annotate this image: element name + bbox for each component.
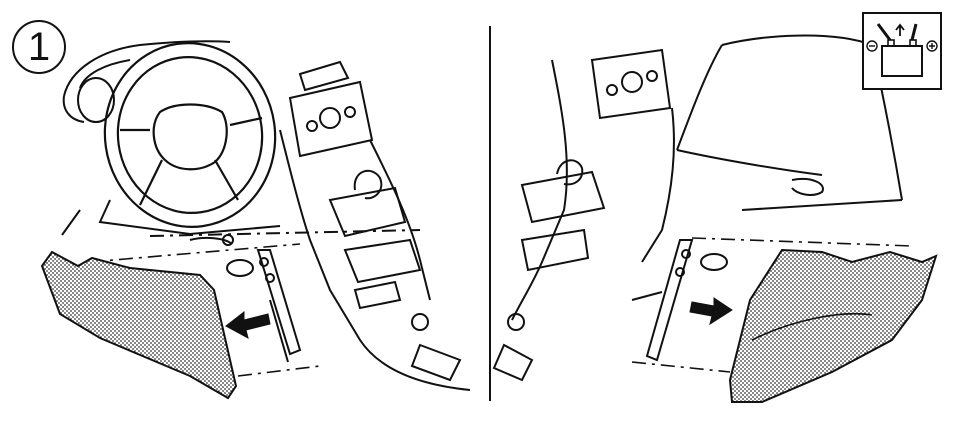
center-console bbox=[492, 48, 675, 382]
instrument-cluster bbox=[62, 40, 231, 123]
right-illustration bbox=[492, 34, 938, 403]
right-guide-lines bbox=[631, 237, 913, 373]
step-number: 1 bbox=[27, 24, 51, 69]
lower-dashboard bbox=[61, 199, 421, 246]
arrow-left-icon bbox=[225, 310, 271, 339]
step-number-badge: 1 bbox=[12, 20, 66, 74]
left-illustration bbox=[40, 40, 471, 400]
battery-symbol bbox=[866, 23, 938, 77]
right-panel-installation-view bbox=[492, 0, 960, 425]
center-console bbox=[279, 60, 471, 391]
arrow-right-icon bbox=[689, 297, 733, 326]
panel-divider bbox=[489, 26, 491, 401]
lower-cover-panel bbox=[40, 250, 238, 400]
battery-disconnect-icon bbox=[862, 12, 942, 90]
dash-bracket bbox=[631, 239, 728, 362]
panel-pocket-edge bbox=[751, 312, 873, 341]
left-panel-removal-view: 1 bbox=[12, 20, 471, 400]
lower-cover-panel bbox=[728, 248, 938, 403]
steering-wheel bbox=[103, 42, 277, 228]
left-guide-lines bbox=[89, 243, 321, 377]
dash-bracket bbox=[226, 249, 302, 363]
